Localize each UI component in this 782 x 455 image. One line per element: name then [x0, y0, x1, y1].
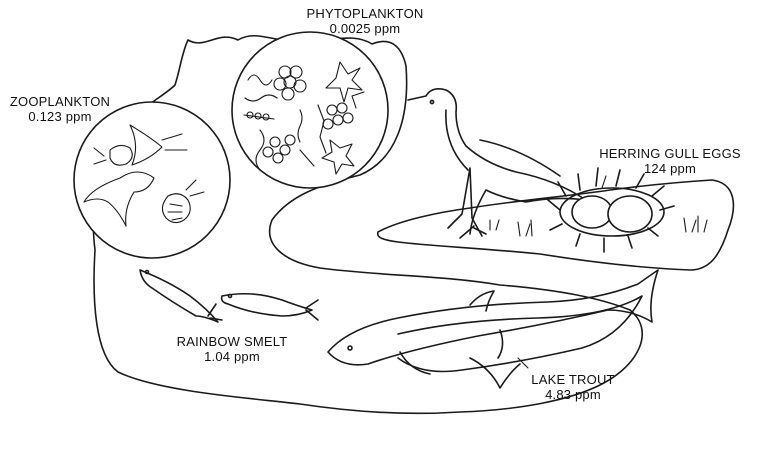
zooplankton-name: ZOOPLANKTON [0, 94, 120, 109]
herring-gull-eggs-value: 124 ppm [580, 161, 760, 176]
phytoplankton-name: PHYTOPLANKTON [290, 6, 440, 21]
zooplankton-label: ZOOPLANKTON 0.123 ppm [0, 94, 120, 124]
phytoplankton-value: 0.0025 ppm [290, 21, 440, 36]
zooplankton-circle [74, 102, 230, 258]
phytoplankton-label: PHYTOPLANKTON 0.0025 ppm [290, 6, 440, 36]
shore-ground [378, 180, 734, 270]
herring-gull-eggs-label: HERRING GULL EGGS 124 ppm [580, 146, 760, 176]
herring-gull [408, 89, 586, 238]
rainbow-smelt-label: RAINBOW SMELT 1.04 ppm [162, 334, 302, 364]
rainbow-smelt-fish [140, 270, 222, 322]
lake-trout-name: LAKE TROUT [518, 372, 628, 387]
rainbow-smelt-value: 1.04 ppm [162, 349, 302, 364]
lake-trout-label: LAKE TROUT 4.83 ppm [518, 372, 628, 402]
rainbow-smelt-name: RAINBOW SMELT [162, 334, 302, 349]
rainbow-smelt-fish [222, 294, 318, 320]
herring-gull-nest [548, 168, 674, 252]
herring-gull-eggs-name: HERRING GULL EGGS [580, 146, 760, 161]
lake-trout-value: 4.83 ppm [518, 387, 628, 402]
lake-trout-fish [328, 270, 658, 374]
zooplankton-value: 0.123 ppm [0, 109, 120, 124]
phytoplankton-circle [232, 32, 388, 188]
